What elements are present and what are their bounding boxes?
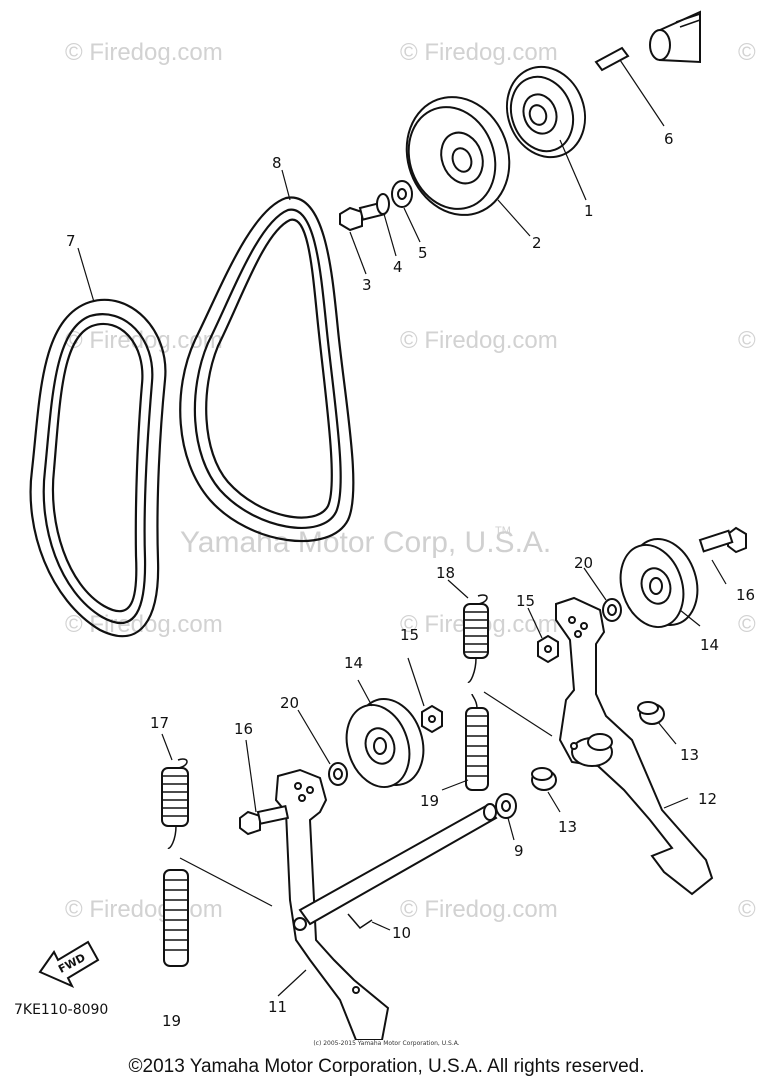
callout-11: 11 <box>268 998 287 1016</box>
callout-5: 5 <box>418 244 428 262</box>
callout-4: 4 <box>393 258 403 276</box>
callout-14: 14 <box>700 636 719 654</box>
callout-17: 17 <box>150 714 169 732</box>
spacer-20-left <box>328 762 348 786</box>
tensioner-arm-12 <box>555 596 714 896</box>
pulley-1 <box>505 65 587 159</box>
callout-19: 19 <box>420 792 439 810</box>
callout-1: 1 <box>584 202 594 220</box>
callouts: 1 2 3 4 5 6 7 8 9 10 11 12 13 13 14 14 1… <box>66 130 755 1030</box>
bolt-16-left <box>239 804 290 836</box>
callout-16: 16 <box>736 586 755 604</box>
watermark-firedog-edge: © <box>738 896 756 923</box>
watermark-firedog: © Firedog.com <box>400 327 558 354</box>
washer-4 <box>376 193 390 215</box>
callout-7: 7 <box>66 232 76 250</box>
key-6 <box>594 46 630 72</box>
shaft <box>649 10 701 64</box>
alignment-lines <box>179 691 553 907</box>
callout-8: 8 <box>272 154 282 172</box>
parts-diagram: © Firedog.com © Firedog.com © © Firedog.… <box>29 10 756 1040</box>
watermark-firedog: © Firedog.com <box>400 896 558 923</box>
callout-12: 12 <box>698 790 717 808</box>
watermark-firedog-edge: © <box>738 327 756 354</box>
belt-8 <box>179 196 355 543</box>
spacer-20-right <box>602 598 622 622</box>
callout-14: 14 <box>344 654 363 672</box>
bushing-13-right <box>637 701 665 725</box>
idler-pulley-14-right <box>619 538 699 629</box>
watermark-firedog-edge: © <box>738 611 756 638</box>
callout-18: 18 <box>436 564 455 582</box>
small-credit: (c) 2005-2015 Yamaha Motor Corporation, … <box>313 1040 460 1047</box>
callout-20: 20 <box>280 694 299 712</box>
watermark-firedog: © Firedog.com <box>65 896 223 923</box>
bushing-13-lower <box>531 767 557 791</box>
callout-6: 6 <box>664 130 674 148</box>
washer-9 <box>495 793 517 819</box>
callout-15: 15 <box>400 626 419 644</box>
copyright-footer: ©2013 Yamaha Motor Corporation, U.S.A. A… <box>128 1056 645 1077</box>
callout-2: 2 <box>532 234 542 252</box>
spring-17 <box>161 758 189 849</box>
watermark-firedog: © Firedog.com <box>65 39 223 66</box>
callout-3: 3 <box>362 276 372 294</box>
callout-15: 15 <box>516 592 535 610</box>
part-code: 7KE110-8090 <box>14 1002 109 1018</box>
callout-19: 19 <box>162 1012 181 1030</box>
rod-10 <box>298 803 498 929</box>
belt-7 <box>29 298 167 638</box>
spring-19-left <box>163 869 189 967</box>
tensioner-arm-11 <box>274 768 390 1040</box>
spring-19 <box>465 693 489 791</box>
watermarks: © Firedog.com © Firedog.com © © Firedog.… <box>65 39 756 923</box>
leader-lines <box>77 59 727 997</box>
pulley-2 <box>405 96 511 216</box>
watermark-yamaha: Yamaha Motor Corp, U.S.A. <box>180 526 551 559</box>
watermark-firedog: © Firedog.com <box>400 39 558 66</box>
fwd-arrow-icon: FWD <box>38 940 100 989</box>
nut-15-left <box>421 704 443 734</box>
callout-16: 16 <box>234 720 253 738</box>
watermark-tm: TM <box>495 525 511 537</box>
bolt-16-right <box>698 526 747 554</box>
callout-13: 13 <box>558 818 577 836</box>
callout-13: 13 <box>680 746 699 764</box>
callout-20: 20 <box>574 554 593 572</box>
callout-10: 10 <box>392 924 411 942</box>
nut-15-right <box>537 634 559 664</box>
spring-18 <box>463 594 489 683</box>
watermark-firedog-edge: © <box>738 39 756 66</box>
callout-9: 9 <box>514 842 524 860</box>
idler-pulley-14-left <box>345 698 425 789</box>
washer-5 <box>391 180 413 208</box>
